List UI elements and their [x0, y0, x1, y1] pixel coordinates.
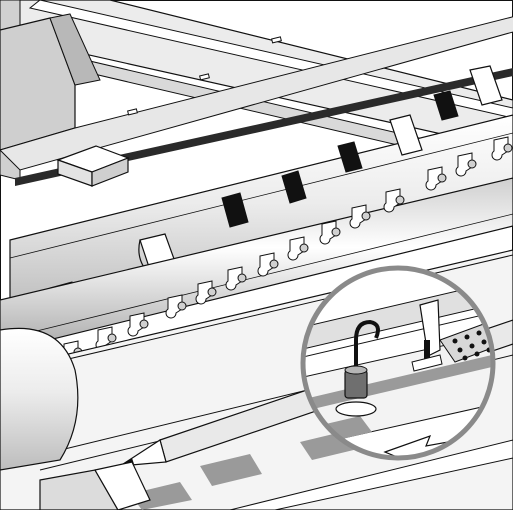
head-housing: [0, 13, 513, 171]
lower-roller: [0, 177, 513, 353]
weight-shadow: [335, 401, 377, 417]
beam-bracket-right: [389, 65, 503, 156]
cover-groove: [15, 68, 513, 186]
white-block: [56, 145, 130, 187]
callout-magnifier: [300, 265, 496, 461]
upper-cover: [0, 0, 513, 181]
cable-clip: [419, 299, 441, 357]
left-end-cap: [0, 327, 79, 471]
bottom-left-guide: [39, 461, 151, 510]
weight-hook: [354, 319, 380, 378]
feed-strip: [229, 439, 513, 510]
cover-slots: [127, 36, 282, 116]
